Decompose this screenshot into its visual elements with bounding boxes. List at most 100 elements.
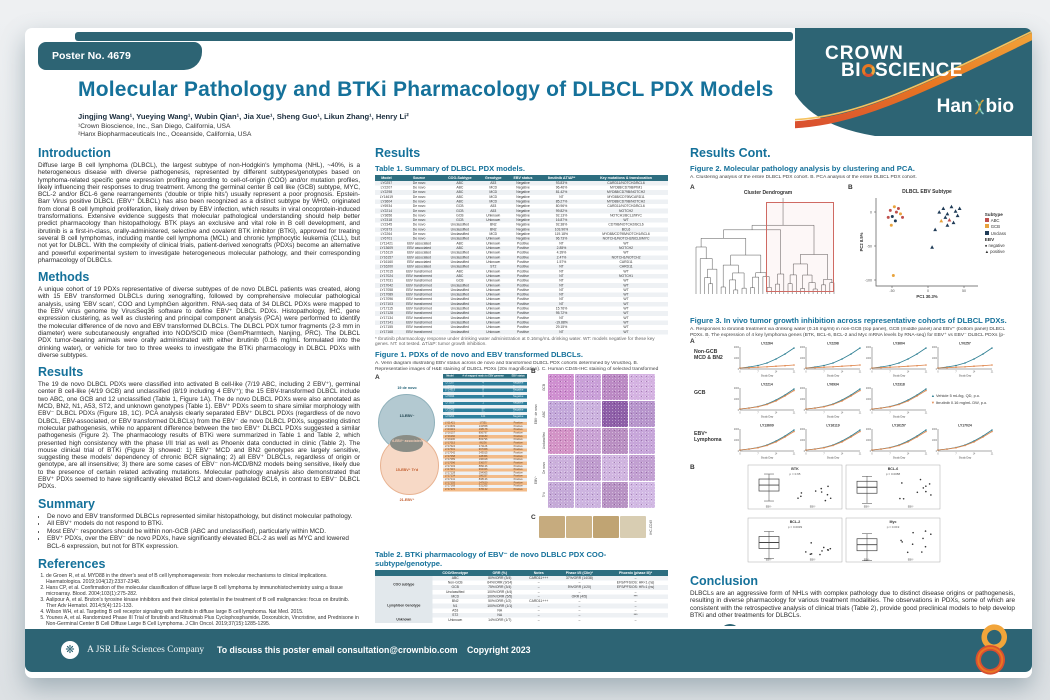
svg-text:0: 0 xyxy=(870,410,872,412)
svg-text:0: 0 xyxy=(738,410,740,412)
svg-text:Study Day: Study Day xyxy=(893,415,906,419)
svg-text:21: 21 xyxy=(859,371,862,373)
svg-text:Study Day: Study Day xyxy=(893,456,906,460)
svg-text:0: 0 xyxy=(871,453,873,455)
svg-text:21: 21 xyxy=(793,412,796,414)
svg-text:0: 0 xyxy=(804,410,806,412)
he-stain-image xyxy=(602,428,628,454)
svg-text:-100: -100 xyxy=(865,279,872,283)
svg-text:PC1 30.3%: PC1 30.3% xyxy=(916,294,937,299)
middle-column: Results Table 1. Summary of DLBCL PDX mo… xyxy=(375,146,668,626)
download-banner[interactable]: ❯ Download this poster at: crownbio.com/… xyxy=(720,624,1015,626)
svg-text:2000: 2000 xyxy=(734,347,740,349)
right-column: Results Cont. Figure 2. Molecular pathol… xyxy=(690,146,1015,626)
svg-text:EBV⁻: EBV⁻ xyxy=(765,558,772,562)
histology-group-label: EBV⁻ de novo xyxy=(533,403,538,425)
cohort-label: GCB xyxy=(694,390,706,396)
legend-item: ▲ positive xyxy=(984,249,1005,255)
dna-helix-icon xyxy=(974,99,984,115)
svg-text:EBV⁻: EBV⁻ xyxy=(765,505,772,509)
svg-text:0: 0 xyxy=(739,412,741,414)
reference-item: Wilson WH, et al. Targeting B cell recep… xyxy=(46,609,360,615)
svg-text:EBV⁺: EBV⁺ xyxy=(809,558,816,562)
svg-text:14: 14 xyxy=(973,453,976,455)
svg-text:7: 7 xyxy=(823,412,825,414)
legend-item: Unclass xyxy=(984,230,1015,237)
svg-text:LY16119: LY16119 xyxy=(826,424,839,428)
svg-text:0: 0 xyxy=(805,371,807,373)
hanx-logo-bio: bio xyxy=(985,96,1015,117)
svg-text:7: 7 xyxy=(757,412,759,414)
svg-text:0: 0 xyxy=(870,451,872,453)
crown-logo-science: SCIENCE xyxy=(875,60,963,81)
svg-text:0: 0 xyxy=(804,451,806,453)
svg-text:1000: 1000 xyxy=(932,358,938,360)
legend-item: ▼ Ibrutinib 0.16 mg/mL DW, p.o. xyxy=(931,399,988,405)
svg-text:EBV⁺: EBV⁺ xyxy=(809,505,816,509)
svg-text:14: 14 xyxy=(841,412,844,414)
svg-text:LY2318: LY2318 xyxy=(893,383,905,387)
svg-text:p = 0.65: p = 0.65 xyxy=(789,472,800,476)
summary-bullet: EBV⁺ PDXs, over the EBV⁻ de novo PDXs, h… xyxy=(47,535,360,550)
figure2: A Cluster Dendrogram B DLBCL EBV Subtype… xyxy=(690,184,1015,312)
svg-text:LY2264: LY2264 xyxy=(761,342,773,346)
he-stain-image xyxy=(575,482,601,508)
svg-text:EBV⁻: EBV⁻ xyxy=(863,558,870,562)
download-arrow-icon[interactable]: ❯ xyxy=(720,624,740,626)
svg-text:-50: -50 xyxy=(889,289,894,293)
he-stain-image xyxy=(548,401,574,427)
svg-text:Cluster Dendrogram: Cluster Dendrogram xyxy=(744,190,793,196)
histology-row: GCB xyxy=(540,374,656,400)
svg-text:1000: 1000 xyxy=(734,399,740,401)
reference-item: Younes A, et al. Randomized Phase III Tr… xyxy=(46,615,360,626)
footer-contact-email[interactable]: To discuss this poster email consultatio… xyxy=(217,645,458,655)
he-stain-image xyxy=(548,374,574,400)
svg-text:21: 21 xyxy=(793,453,796,455)
figure3-panel-a-letter: A xyxy=(690,338,695,345)
histology-row: De novo xyxy=(540,455,656,481)
svg-text:LY6934: LY6934 xyxy=(827,383,839,387)
histology-group-label: EBV⁺ xyxy=(533,476,538,485)
svg-text:2000: 2000 xyxy=(800,347,806,349)
hanxbio-logo: Han bio xyxy=(937,96,1014,118)
he-stain-image xyxy=(602,455,628,481)
summary-heading: Summary xyxy=(38,496,95,511)
cohort-label: Non-GCB MCD & BN2 xyxy=(694,349,723,361)
svg-text:0: 0 xyxy=(937,453,939,455)
svg-text:1000: 1000 xyxy=(734,440,740,442)
